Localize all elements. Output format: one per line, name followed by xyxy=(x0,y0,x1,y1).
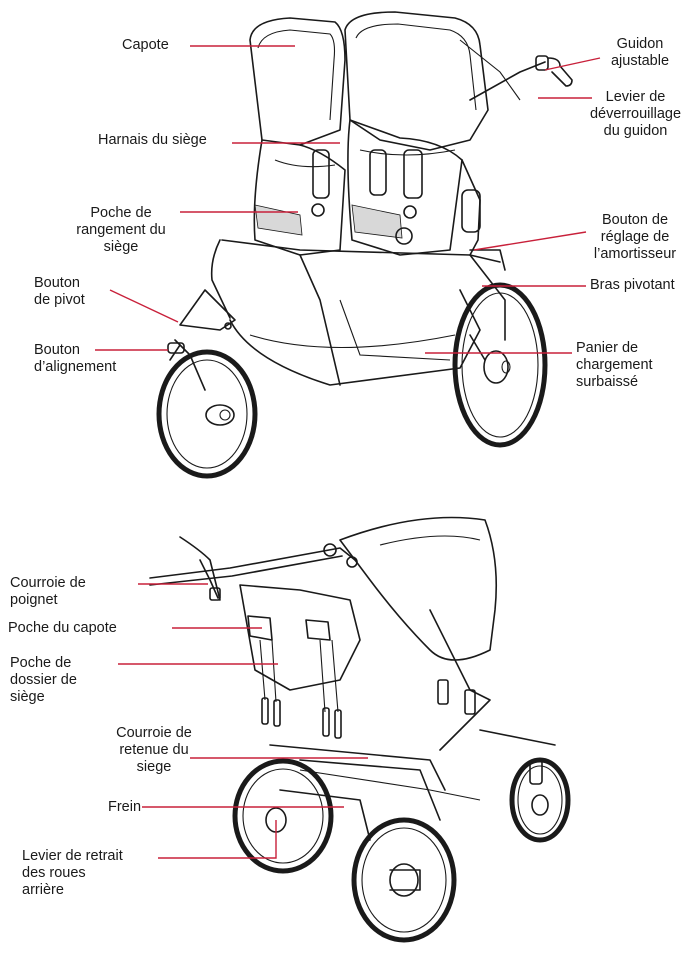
label-handlebar-release: Levier de déverrouillage du guidon xyxy=(589,89,682,139)
label-swivel-arm: Bras pivotant xyxy=(590,277,675,293)
label-basket: Panier de chargement surbaissé xyxy=(576,340,653,390)
label-canopy: Capote xyxy=(122,37,169,53)
label-restraint-strap: Courroie de retenue du siege xyxy=(116,725,192,775)
label-canopy-pocket: Poche du capote xyxy=(8,620,117,636)
label-alignment-button: Bouton d’alignement xyxy=(34,342,117,375)
label-handlebar: Guidon ajustable xyxy=(610,36,670,69)
label-seatback-pocket: Poche de dossier de siège xyxy=(10,655,77,705)
label-brake: Frein xyxy=(108,799,142,815)
label-seat-pocket: Poche de rangement du siège xyxy=(76,205,166,255)
label-rear-wheel-lever: Levier de retrait des roues arrière xyxy=(22,848,123,898)
label-harness: Harnais du siège xyxy=(98,132,207,148)
label-shock-adjust: Bouton de réglage de l’amortisseur xyxy=(593,212,677,262)
label-wrist-strap: Courroie de poignet xyxy=(10,575,86,608)
label-pivot-button: Bouton de pivot xyxy=(34,275,85,308)
